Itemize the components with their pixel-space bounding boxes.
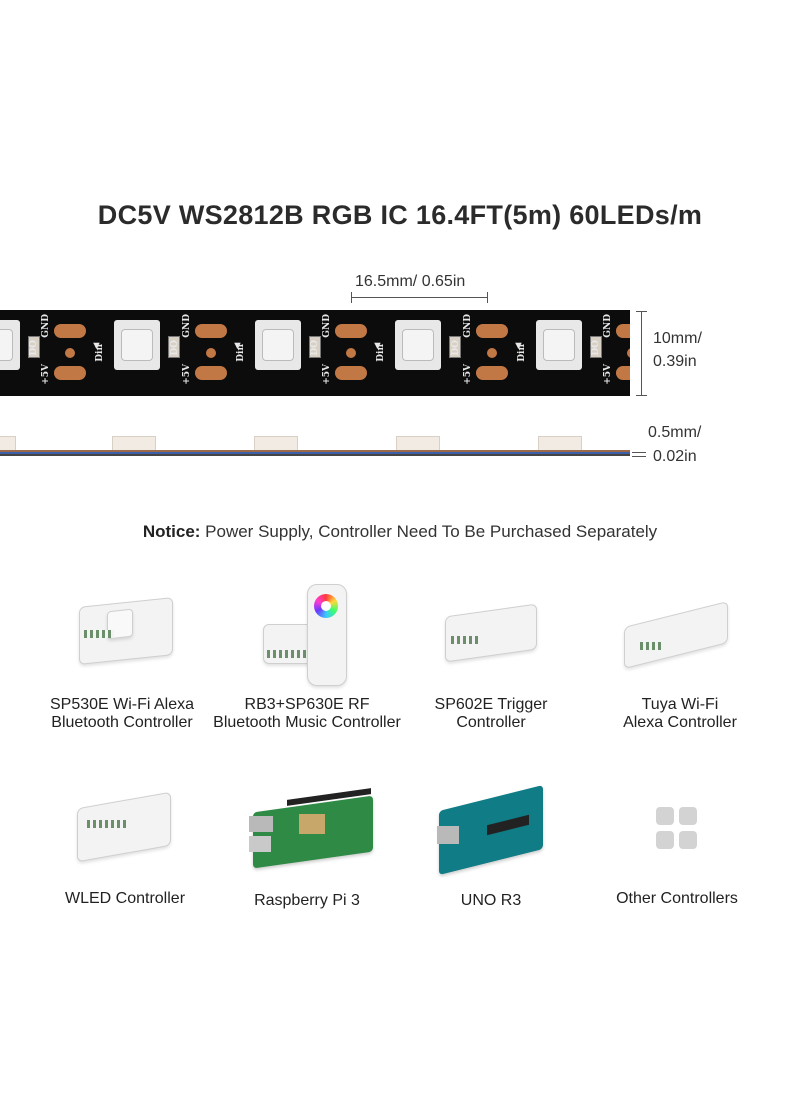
controller-sp530e[interactable]: SP530E Wi-Fi Alexa Bluetooth Controller: [22, 590, 222, 740]
led-chip: [0, 320, 20, 370]
thickness-dimension-line: [632, 452, 646, 453]
controller-label-line2: Controller: [456, 714, 526, 731]
led-strip-side-profile: [0, 436, 630, 458]
thickness-in-label: 0.02in: [653, 448, 697, 465]
controller-label-line2: Alexa Controller: [623, 714, 737, 731]
purchase-notice: Notice: Power Supply, Controller Need To…: [0, 522, 800, 542]
controller-label-line1: SP602E Trigger: [434, 696, 548, 713]
page-title: DC5V WS2812B RGB IC 16.4FT(5m) 60LEDs/m: [97, 200, 703, 230]
pitch-dimension-line: [351, 297, 488, 298]
controller-sp602e[interactable]: SP602E Trigger Controller: [391, 600, 591, 740]
width-mm-label: 10mm/: [653, 330, 702, 347]
controller-label-line1: Tuya Wi-Fi: [641, 696, 719, 713]
controller-other[interactable]: Other Controllers: [577, 790, 777, 920]
controller-wled[interactable]: WLED Controller: [25, 790, 225, 920]
width-in-label: 0.39in: [653, 353, 697, 370]
controller-label-line1: Other Controllers: [616, 890, 738, 907]
width-dimension-line: [641, 311, 642, 396]
controller-label-line1: UNO R3: [460, 892, 522, 909]
led-chip: [536, 320, 582, 370]
controller-uno-r3[interactable]: UNO R3: [391, 785, 591, 920]
notice-bold-label: Notice:: [142, 522, 201, 541]
controller-label-line1: RB3+SP630E RF: [244, 696, 370, 713]
led-chip: [255, 320, 301, 370]
led-chip: [395, 320, 441, 370]
controller-label-line1: SP530E Wi-Fi Alexa: [49, 696, 195, 713]
controller-rb3-sp630e[interactable]: RB3+SP630E RF Bluetooth Music Controller: [207, 584, 407, 740]
pitch-dimension-label: 16.5mm/ 0.65in: [355, 273, 466, 290]
controller-label-line1: WLED Controller: [64, 890, 186, 907]
controller-label-line2: Bluetooth Controller: [51, 714, 193, 731]
controller-label-line1: Raspberry Pi 3: [254, 892, 360, 909]
thickness-mm-label: 0.5mm/: [648, 424, 702, 441]
controller-label-line2: Bluetooth Music Controller: [213, 714, 401, 731]
notice-text: Power Supply, Controller Need To Be Purc…: [200, 522, 658, 541]
controller-tuya[interactable]: Tuya Wi-Fi Alexa Controller: [580, 600, 780, 740]
led-chip: [114, 320, 160, 370]
controller-raspberry-pi[interactable]: Raspberry Pi 3: [207, 788, 407, 920]
